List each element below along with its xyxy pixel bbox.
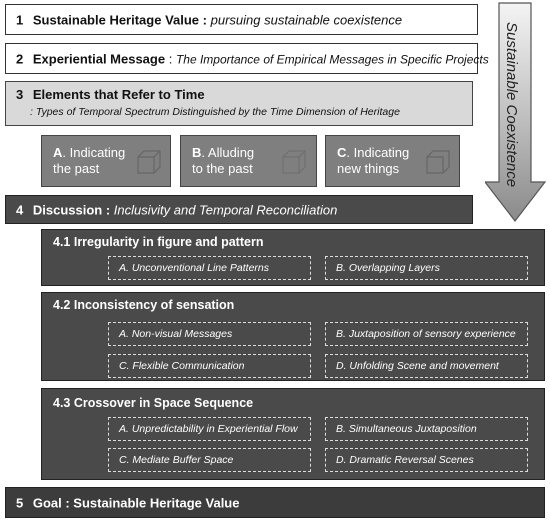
- section-4-1-title: 4.1 Irregularity in figure and pattern: [53, 235, 264, 249]
- section-4-2-item-d: D. Unfolding Scene and movement: [325, 354, 528, 378]
- row-3-title: Elements that Refer to Time: [32, 87, 205, 102]
- arrow-label-wrapper: Sustainable Coexistence: [503, 22, 520, 187]
- row-2-title: Experiential Message: [32, 51, 166, 66]
- row-1-sustainable-heritage-value: 1 Sustainable Heritage Value : pursuing …: [5, 4, 478, 35]
- section-4-3-item-c: C. Mediate Buffer Space: [108, 448, 311, 472]
- row-5-goal: 5 Goal : Sustainable Heritage Value: [5, 487, 545, 518]
- row-1-number: 1: [16, 12, 24, 27]
- row-2-subtitle: The Importance of Empirical Messages in …: [175, 52, 489, 66]
- section-4-3-item-d: D. Dramatic Reversal Scenes: [325, 448, 528, 472]
- section-4-2: 4.2 Inconsistency of sensation A. Non-vi…: [41, 292, 545, 381]
- solid-cube-icon: [137, 150, 161, 174]
- row-2-number: 2: [16, 51, 24, 66]
- row-2-experiential-message: 2 Experiential Message : The Importance …: [5, 43, 489, 74]
- section-4-2-item-b: B. Juxtaposition of sensory experience: [325, 322, 528, 346]
- row-3-number: 3: [16, 87, 24, 102]
- row-4-discussion: 4 Discussion : Inclusivity and Temporal …: [5, 195, 473, 224]
- time-item-c: C. Indicating new things: [325, 135, 460, 187]
- row-5-number: 5: [16, 495, 24, 510]
- arrow-label: Sustainable Coexistence: [503, 22, 520, 187]
- sustainable-coexistence-arrow: [485, 2, 547, 222]
- section-4-2-item-a: A. Non-visual Messages: [108, 322, 311, 346]
- row-3-subtitle: : Types of Temporal Spectrum Distinguish…: [30, 106, 400, 118]
- time-item-b: B. Alluding to the past: [180, 135, 317, 187]
- section-4-1-item-b: B. Overlapping Layers: [325, 256, 528, 280]
- new-cube-icon: [426, 150, 450, 174]
- row-3-elements-refer-to-time: 3 Elements that Refer to Time : Types of…: [5, 81, 473, 126]
- section-4-2-item-c: C. Flexible Communication: [108, 354, 311, 378]
- section-4-3-item-a: A. Unpredictability in Experiential Flow: [108, 417, 311, 441]
- section-4-1: 4.1 Irregularity in figure and pattern A…: [41, 229, 545, 286]
- row-4-title: Discussion: [32, 202, 103, 217]
- row-1-title: Sustainable Heritage Value: [32, 12, 200, 27]
- time-item-a: A. Indicating the past: [41, 135, 171, 187]
- section-4-3-item-b: B. Simultaneous Juxtaposition: [325, 417, 528, 441]
- row-4-number: 4: [16, 202, 24, 217]
- section-4-3: 4.3 Crossover in Space Sequence A. Unpre…: [41, 388, 545, 480]
- section-4-1-item-a: A. Unconventional Line Patterns: [108, 256, 311, 280]
- row-1-subtitle: pursuing sustainable coexistence: [210, 12, 403, 27]
- faded-cube-icon: [282, 150, 306, 174]
- row-4-subtitle: Inclusivity and Temporal Reconciliation: [113, 202, 338, 217]
- section-4-3-title: 4.3 Crossover in Space Sequence: [53, 396, 254, 410]
- section-4-2-title: 4.2 Inconsistency of sensation: [53, 298, 235, 312]
- row-5-title: Goal : Sustainable Heritage Value: [32, 495, 240, 510]
